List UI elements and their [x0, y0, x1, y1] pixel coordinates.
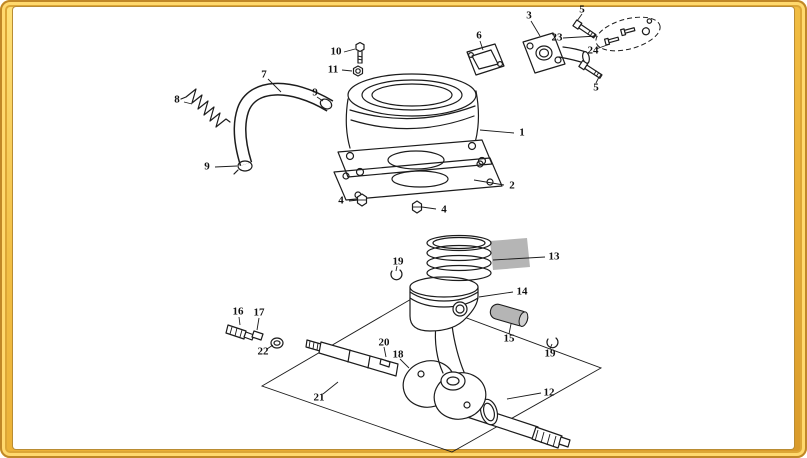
callout-20: 20 — [378, 336, 390, 349]
callout-21: 21 — [313, 391, 325, 404]
hose-art — [233, 82, 334, 175]
callout-18: 18 — [392, 348, 404, 361]
callout-12: 12 — [543, 386, 555, 399]
callout-16: 16 — [232, 305, 244, 318]
small-parts-art — [225, 324, 284, 349]
intake-joint-art — [522, 32, 590, 74]
callout-9b: 9 — [204, 160, 210, 173]
callout-5b: 5 — [593, 81, 599, 94]
callout-23: 23 — [551, 31, 563, 44]
callout-22: 22 — [257, 345, 269, 358]
callout-7: 7 — [261, 68, 267, 81]
callout-4b: 4 — [441, 203, 447, 216]
piston-rings-art — [426, 234, 530, 282]
stud-hardware-art — [352, 41, 365, 77]
circlip-icons — [390, 269, 559, 349]
callout-13: 13 — [548, 250, 560, 263]
piston-art — [409, 276, 479, 332]
callout-10: 10 — [330, 45, 342, 58]
piston-pin-art — [489, 303, 529, 327]
crank-assembly-outline — [260, 297, 603, 453]
callout-19a: 19 — [392, 255, 404, 268]
spring-art — [180, 88, 231, 128]
callout-24: 24 — [587, 44, 599, 57]
callout-15: 15 — [503, 332, 515, 345]
callout-14: 14 — [516, 285, 528, 298]
bolt-icons — [572, 19, 603, 79]
leader-lines — [183, 13, 611, 400]
detail-inset-art — [595, 16, 661, 52]
callout-6: 6 — [476, 29, 482, 42]
head-gasket-art — [466, 43, 505, 76]
callout-2: 2 — [509, 179, 515, 192]
nut-icons — [356, 193, 423, 214]
callout-1: 1 — [519, 126, 525, 139]
callout-9a: 9 — [312, 86, 318, 99]
callout-17: 17 — [253, 306, 265, 319]
callout-19b: 19 — [544, 347, 556, 360]
callout-11: 11 — [327, 63, 339, 76]
callout-4a: 4 — [338, 194, 344, 207]
callout-3: 3 — [526, 9, 532, 22]
callout-5a: 5 — [579, 3, 585, 16]
callout-8: 8 — [174, 93, 180, 106]
connecting-rod-art — [434, 324, 466, 391]
